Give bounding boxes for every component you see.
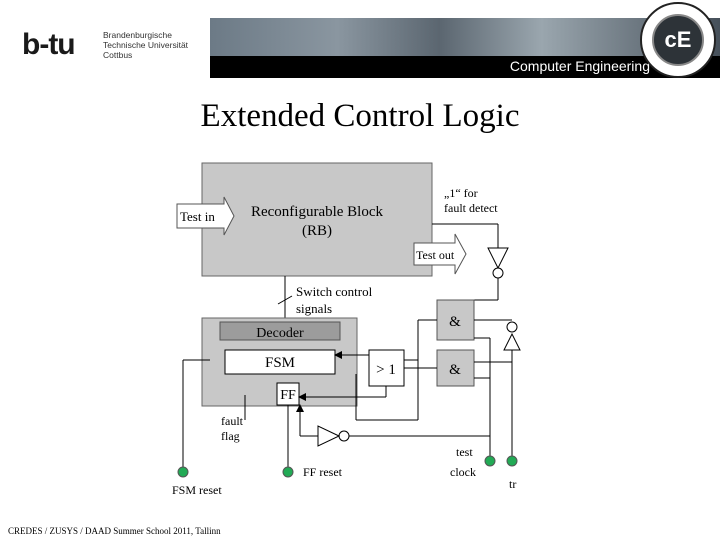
test-clock-pin (484, 455, 496, 467)
university-line-1: Brandenburgische (103, 30, 172, 40)
and-gate-top-label: & (449, 314, 461, 330)
tr-label: tr (509, 477, 516, 491)
university-line-3: Cottbus (103, 50, 133, 60)
tr-pin (506, 455, 518, 467)
inverter-bubble-top (492, 267, 504, 279)
ff-reset-label: FF reset (303, 465, 343, 479)
fault-flag-label-1: fault (221, 414, 244, 428)
fsm-label: FSM (265, 355, 295, 371)
test-in-label: Test in (180, 209, 215, 224)
or-gate-label: > 1 (376, 362, 396, 378)
inverter-gate-top (487, 247, 509, 270)
inverter-gate-bottom (317, 425, 341, 447)
reconfigurable-block (201, 162, 433, 277)
slide-footer: CREDES / ZUSYS / DAAD Summer School 2011… (8, 526, 221, 536)
test-in-arrow (176, 196, 235, 236)
test-out-arrow (413, 233, 467, 275)
banner-title: Computer Engineering (509, 58, 650, 74)
rb-label-1: Reconfigurable Block (251, 204, 384, 220)
slide-title: Extended Control Logic (200, 98, 520, 134)
switch-control-label-2: signals (296, 301, 332, 316)
decoder-box (219, 321, 341, 341)
ff-reset-pin (282, 466, 294, 478)
and-gate-bottom (436, 349, 475, 387)
bus-slash (277, 295, 293, 305)
inverter-bubble-bottom (338, 430, 350, 442)
and-gate-bottom-label: & (449, 362, 461, 378)
fsm-box (224, 349, 336, 375)
test-out-label: Test out (416, 248, 455, 262)
fault-flag-label-2: flag (221, 429, 240, 443)
header-banner-strip (210, 56, 720, 78)
rb-label-2: (RB) (302, 223, 332, 239)
test-label: test (456, 445, 473, 459)
fault-detect-label-1: „1“ for (444, 186, 478, 200)
clock-label: clock (450, 465, 476, 479)
university-line-2: Technische Universität (103, 40, 189, 50)
fsm-reset-label: FSM reset (172, 483, 222, 497)
btu-logo-text: b-tu (22, 28, 76, 61)
fsm-reset-pin (177, 466, 189, 478)
fault-detect-label-2: fault detect (444, 201, 498, 215)
university-name: Brandenburgische Technische Universität … (103, 30, 188, 60)
inverter-bubble-right (506, 321, 518, 333)
switch-control-label-1: Switch control (296, 284, 373, 299)
ff-label: FF (280, 388, 296, 403)
inverter-gate-right (503, 332, 521, 351)
emblem-center: cE (652, 14, 704, 66)
decoder-label: Decoder (256, 326, 304, 341)
